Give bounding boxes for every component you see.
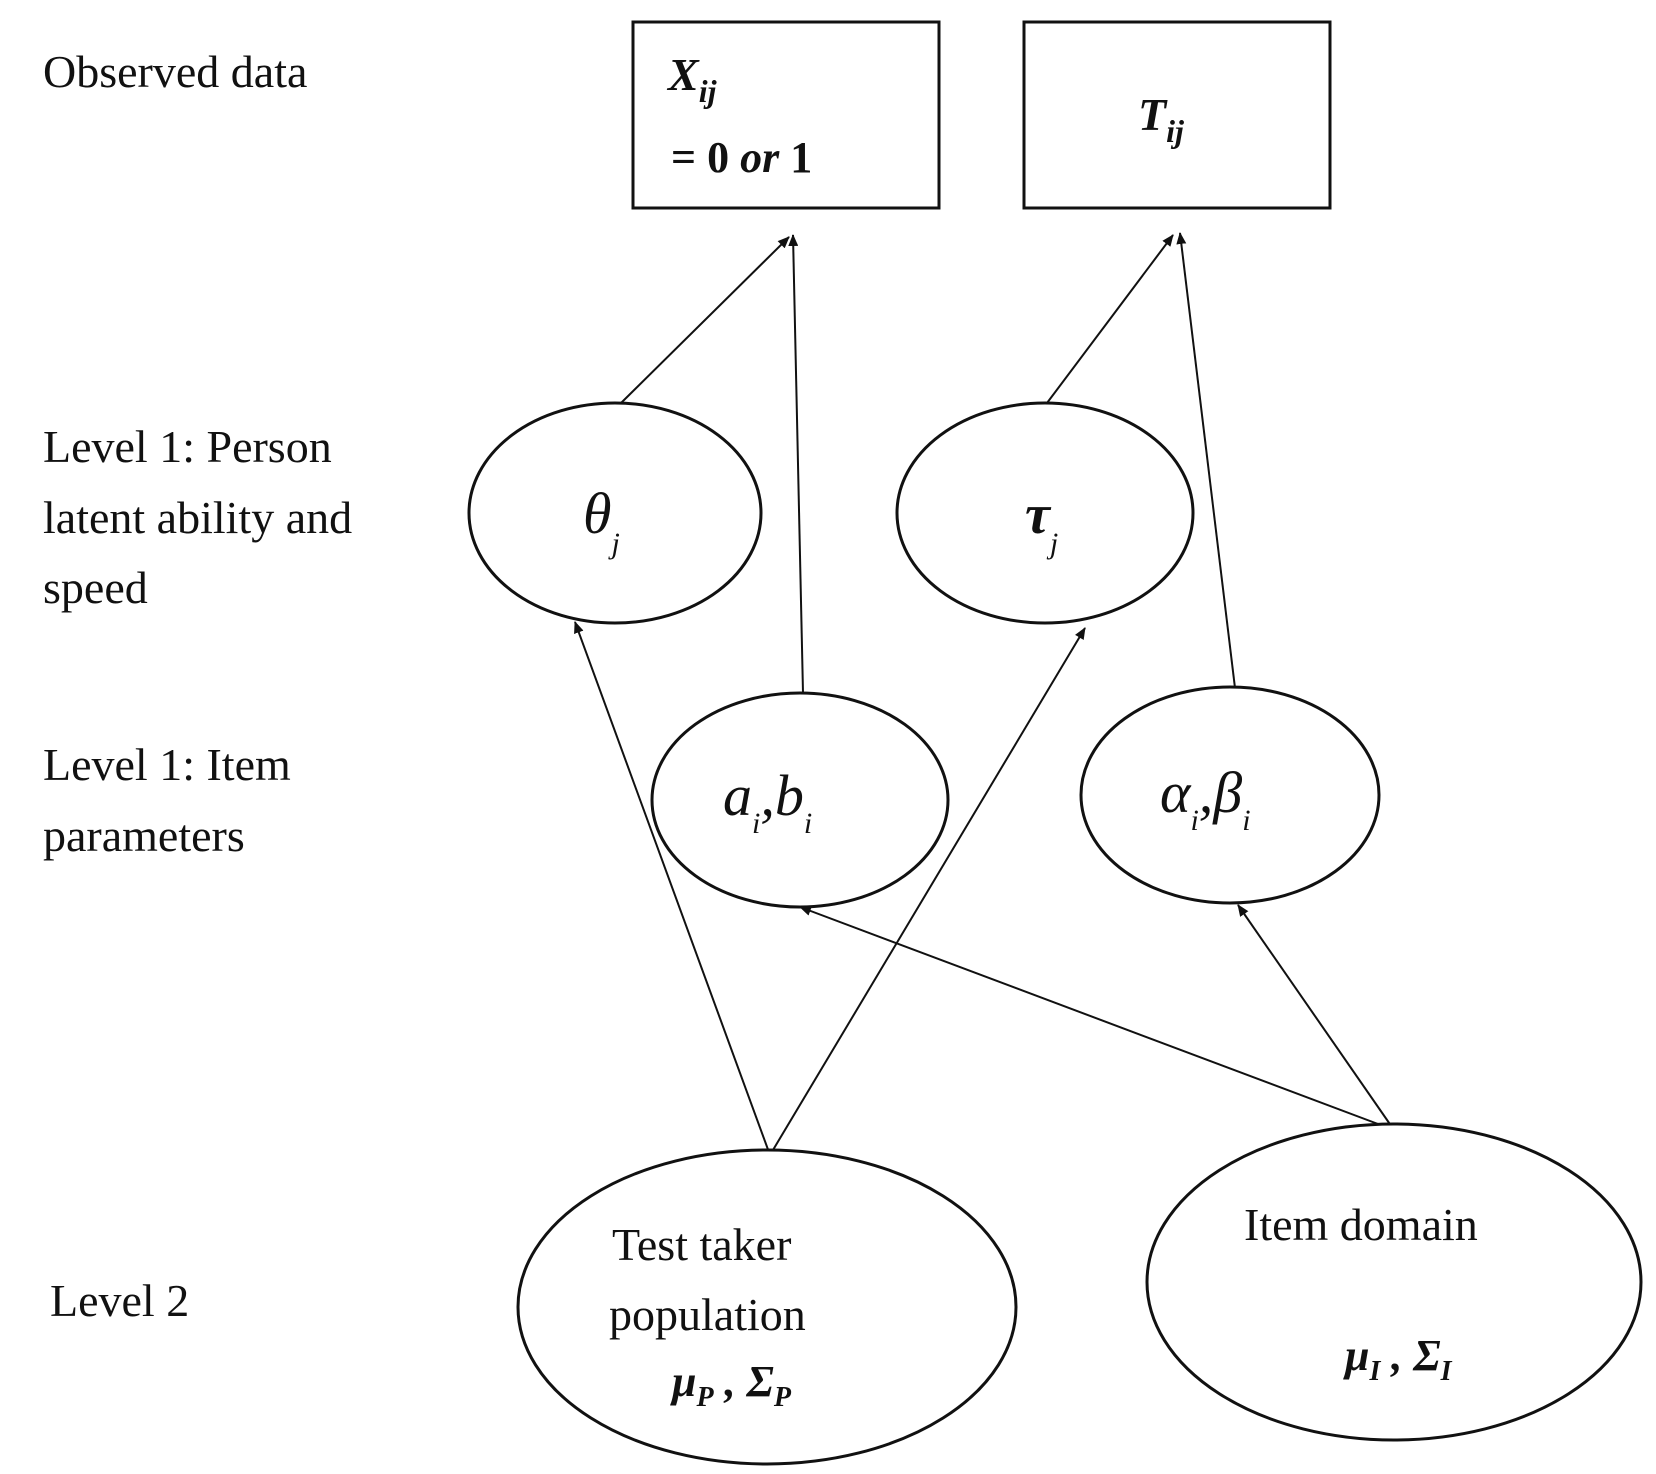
node-x-box (631, 20, 941, 210)
node-population (516, 1148, 1018, 1466)
node-domain-line1: Item domain (1244, 1199, 1478, 1250)
node-ab (650, 691, 950, 909)
node-tau-label: τj (1025, 484, 1058, 560)
node-population-line2: population (609, 1289, 806, 1340)
node-domain (1145, 1122, 1643, 1442)
edge-domain-to-ab (799, 906, 1395, 1131)
node-t-label: Tij (1138, 89, 1184, 149)
edge-tau-to-t (1046, 234, 1174, 404)
label-level1-item-line2: parameters (43, 810, 245, 861)
label-level1-person-line1: Level 1: Person (43, 421, 332, 472)
edge-domain-to-alphabeta (1237, 904, 1395, 1131)
node-population-line1: Test taker (612, 1219, 791, 1270)
edge-ab-to-x (788, 234, 804, 694)
label-level1-person-line2: latent ability and (43, 492, 352, 543)
node-alphabeta (1079, 685, 1381, 905)
label-level1-item-line1: Level 1: Item (43, 739, 291, 790)
node-theta (467, 401, 763, 625)
edge-population-to-theta (574, 621, 771, 1156)
node-tau (895, 401, 1195, 625)
node-alphabeta-label: αi,βi (1160, 760, 1251, 837)
node-domain-params: μI , ΣI (1343, 1331, 1453, 1387)
label-level1-person-line3: speed (43, 562, 148, 613)
node-x-label: Xij (666, 49, 717, 109)
node-x-value: = 0 or 1 (671, 133, 812, 182)
node-population-params: μP , ΣP (670, 1357, 792, 1413)
edge-population-to-tau (769, 627, 1086, 1156)
edge-theta-to-x (619, 236, 790, 405)
node-ab-label: ai,bi (723, 763, 812, 840)
label-observed-data: Observed data (43, 46, 307, 97)
node-t-box (1022, 20, 1332, 210)
edge-alphabeta-to-t (1176, 232, 1236, 689)
node-theta-label: θj (583, 481, 620, 560)
label-level2: Level 2 (50, 1275, 189, 1326)
